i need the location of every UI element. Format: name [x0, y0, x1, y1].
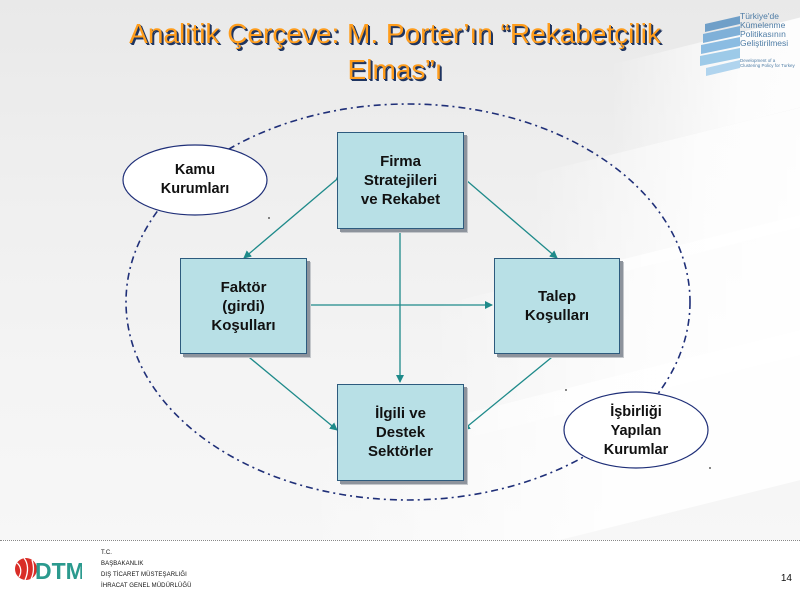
footer-line-basbakanlik: BAŞBAKANLIK: [101, 561, 144, 567]
footer-divider: [0, 540, 800, 542]
firm-to-factor-arrow: [243, 172, 344, 259]
porter-diamond-diagram: [122, 103, 711, 501]
stray-dot: [709, 467, 711, 469]
related-sectors-box: İlgili ve Destek Sektörler: [337, 384, 464, 481]
logo-name: Türkiye'de Kümelenme Politikasının Geliş…: [740, 11, 789, 48]
dtm-logo-text: DTM: [35, 558, 82, 584]
stray-dot: [565, 389, 567, 391]
public-institutions-label: Kamu Kurumları: [160, 162, 230, 197]
page-number: 14: [780, 573, 792, 584]
stacked-plates-logo-icon: [700, 16, 740, 76]
footer-line-mustesarlik: DIŞ TİCARET MÜSTEŞARLIĞI: [101, 572, 187, 578]
logo-subtitle: Development of a Clustering Policy for T…: [740, 58, 795, 68]
factor-conditions-box: Faktör (girdi) Koşulları: [180, 258, 307, 354]
dtm-logo: DTM: [15, 557, 82, 584]
cooperation-institutions-ellipse: [563, 391, 709, 469]
footer-line-ihracat: İHRACAT GENEL MÜDÜRLÜĞÜ: [101, 583, 192, 589]
firm-strategy-box: Firma Stratejileri ve Rekabet: [337, 132, 464, 229]
demand-to-related-arrow: [462, 345, 565, 431]
clustering-policy-logo: Türkiye'de Kümelenme Politikasının Geliş…: [700, 10, 798, 82]
stray-dot: [268, 217, 270, 219]
cooperation-institutions-label: İşbirliği Yapılan Kurumlar: [603, 403, 669, 458]
footer-ministry-text: T.C. BAŞBAKANLIK DIŞ TİCARET MÜSTEŞARLIĞ…: [101, 548, 192, 592]
firm-to-demand-arrow: [458, 172, 558, 259]
dtm-globe-logo-icon: [15, 557, 37, 581]
footer-line-tc: T.C.: [101, 550, 113, 556]
slide-title: Analitik Çerçeve: M. Porter’ın “Rekabetç…: [129, 18, 661, 85]
public-institutions-ellipse: [122, 144, 268, 216]
diamond-boundary-ellipse: [125, 103, 691, 501]
factor-to-related-arrow: [236, 345, 338, 431]
demand-conditions-box: Talep Koşulları: [494, 258, 620, 354]
